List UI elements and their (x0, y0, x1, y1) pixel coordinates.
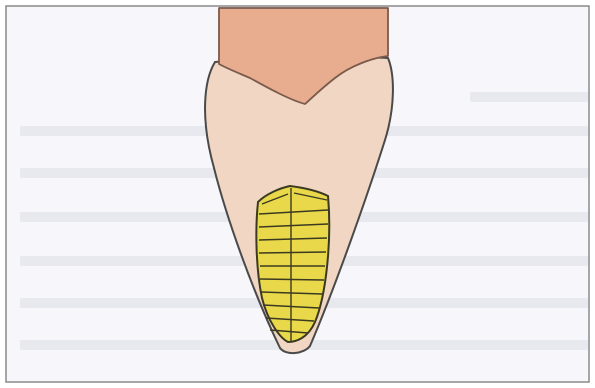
diagram-stage (0, 0, 595, 388)
tooth-diagram (0, 0, 595, 388)
